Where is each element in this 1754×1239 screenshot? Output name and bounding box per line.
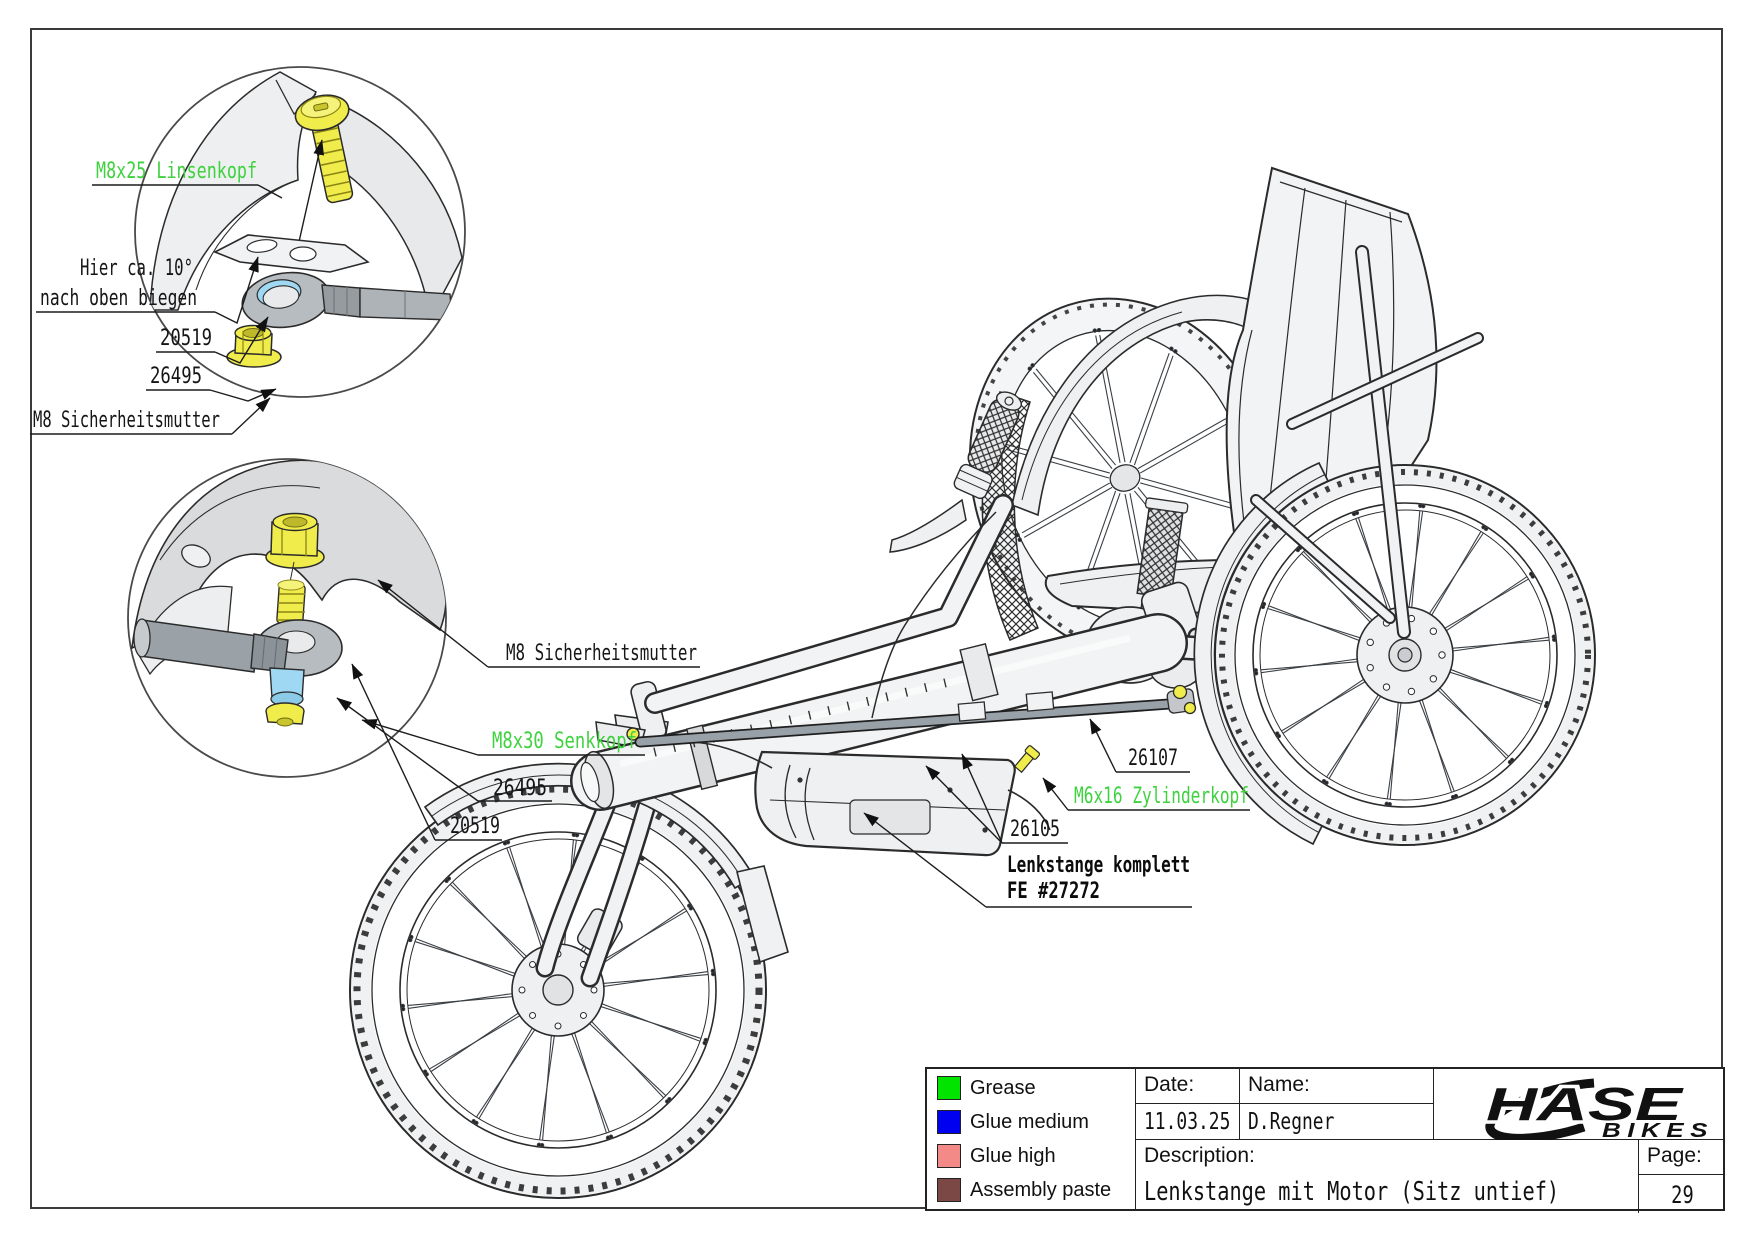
logo-text-bikes: BIKES [1602, 1120, 1714, 1140]
glue-medium-color-swatch [937, 1110, 961, 1134]
rear-right-fender [1193, 461, 1330, 846]
date-value: 11.03.25 [1136, 1104, 1240, 1140]
label-m8-nut-d2: M8 Sicherheitsmutter [506, 641, 697, 666]
legend-label: Grease [970, 1076, 1036, 1099]
logo-swoosh [1485, 1078, 1595, 1143]
label-m8-nut-d1: M8 Sicherheitsmutter [33, 408, 220, 433]
glue-high-color-swatch [937, 1144, 961, 1168]
rod-end-left [626, 727, 640, 741]
legend-item-glue-high: Glue high [937, 1144, 1125, 1168]
page-value: 29 [1670, 1181, 1694, 1209]
grip [953, 391, 1023, 500]
callout-lenkstange: Lenkstange komplett [1007, 853, 1190, 878]
description-label: Description: [1144, 1144, 1255, 1167]
callout-26107: 26107 [1128, 746, 1178, 771]
handlebar [644, 391, 1023, 719]
label-bend-note-2: nach oben biegen [40, 286, 197, 311]
label-26495-d2: 26495 [493, 776, 547, 801]
description-cell: Description: Lenkstange mit Motor (Sitz … [1136, 1140, 1639, 1213]
name-label: Name: [1240, 1069, 1434, 1104]
main-callouts: 26107 M6x16 Zylinderkopf 26105 Lenkstang… [863, 718, 1250, 908]
rod-end-detail2 [133, 618, 343, 677]
m8-nut-detail2 [265, 512, 325, 569]
rear-frame-struts [1250, 245, 1484, 639]
label-m8x25: M8x25 Linsenkopf [96, 159, 257, 184]
callout-26105: 26105 [1010, 817, 1060, 842]
rod-end-right [1166, 684, 1197, 715]
trike-illustration: 26107 M6x16 Zylinderkopf 26105 Lenkstang… [349, 166, 1596, 1199]
legend-item-grease: Grease [937, 1076, 1125, 1100]
description-value: Lenkstange mit Motor (Sitz untief) [1144, 1177, 1560, 1207]
label-bend-note-1: Hier ca. 10° [80, 256, 193, 281]
legend-label: Glue medium [970, 1110, 1089, 1133]
legend: Grease Glue medium Glue high Assembly pa… [927, 1069, 1136, 1209]
label-m8x30: M8x30 Senkkopf [492, 729, 637, 754]
legend-item-glue-medium: Glue medium [937, 1110, 1125, 1134]
label-20519-d1: 20519 [160, 326, 212, 351]
name-value: D.Regner [1240, 1104, 1434, 1140]
steering-rod [634, 684, 1197, 774]
threaded-stud [276, 579, 306, 626]
legend-label: Glue high [970, 1144, 1056, 1167]
front-wheel [349, 781, 767, 1199]
logo-text-hase: HASE [1486, 1078, 1684, 1130]
brake-lever [889, 498, 967, 553]
blue-washer [269, 667, 305, 707]
m6-bolt [1013, 745, 1041, 774]
grease-color-swatch [937, 1076, 961, 1100]
detail-circle-1: M8x25 Linsenkopf Hier ca. 10° nach oben … [30, 66, 466, 435]
detail-circle-2: M8 Sicherheitsmutter M8x30 Senkkopf 2649… [127, 458, 700, 841]
callout-fe-number: FE #27272 [1007, 879, 1100, 904]
assembly-paste-color-swatch [937, 1178, 961, 1202]
legend-item-assembly-paste: Assembly paste [937, 1178, 1125, 1202]
m8x25-screw [294, 94, 354, 204]
rear-right-wheel [1193, 461, 1596, 846]
m8x30-screw-head [265, 702, 305, 727]
page-label: Page: [1639, 1140, 1725, 1175]
drawing-border [30, 28, 1723, 1209]
label-26495-d1: 26495 [150, 364, 202, 389]
label-20519-d2: 20519 [450, 814, 500, 839]
hase-bikes-logo: HASE BIKES [1434, 1069, 1725, 1143]
legend-label: Assembly paste [970, 1178, 1112, 1201]
date-label: Date: [1136, 1069, 1240, 1104]
title-block: Grease Glue medium Glue high Assembly pa… [925, 1067, 1725, 1213]
callout-m6x16: M6x16 Zylinderkopf [1074, 784, 1249, 809]
